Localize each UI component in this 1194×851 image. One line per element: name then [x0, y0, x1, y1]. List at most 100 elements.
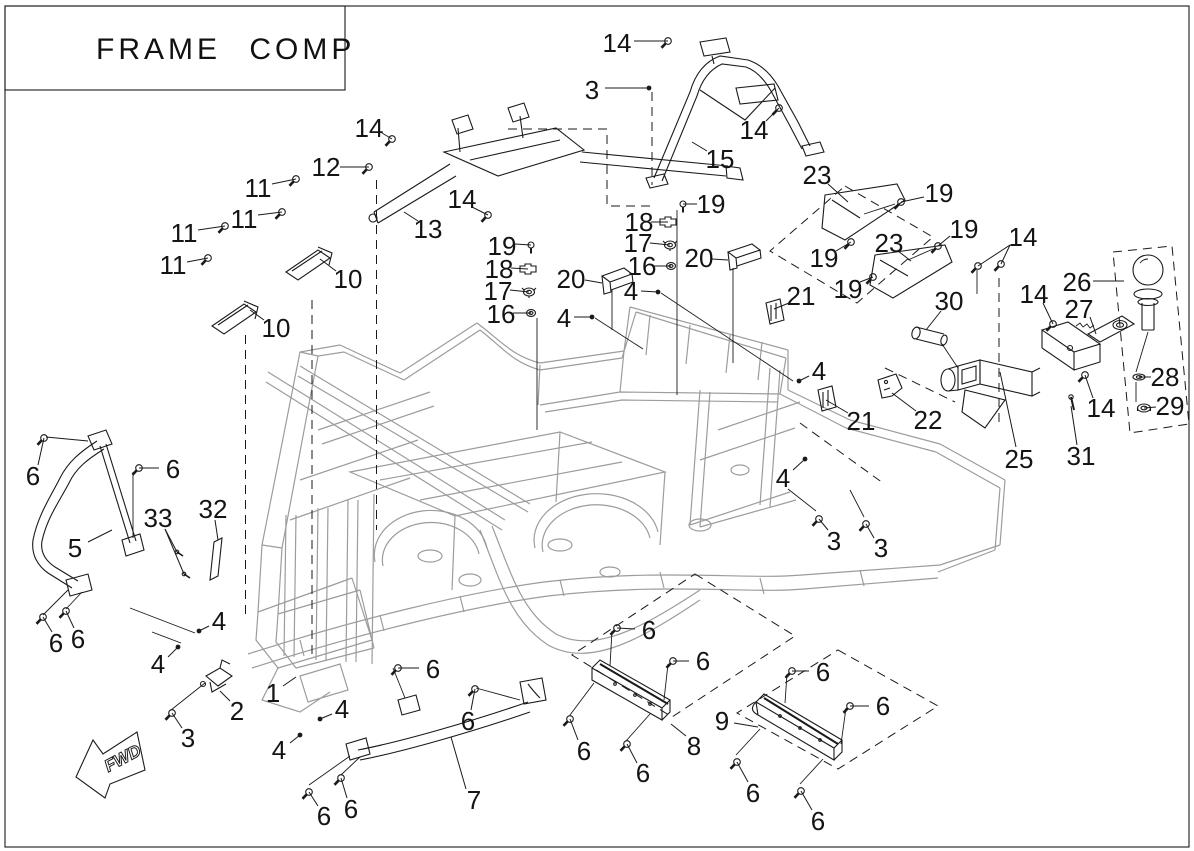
callout-label-8: 8 — [687, 731, 701, 761]
part-23-plate-upper — [821, 183, 906, 241]
callout-label-6: 6 — [636, 758, 650, 788]
callout-label-3: 3 — [827, 526, 841, 556]
callout-11: 11 — [160, 250, 212, 280]
callout-label-2: 2 — [230, 696, 244, 726]
callout-label-4: 4 — [624, 276, 638, 306]
callout-4: 4 — [151, 644, 181, 679]
callout-31: 31 — [1067, 394, 1095, 471]
callout-6: 6 — [609, 615, 656, 645]
callout-14: 14 — [448, 184, 492, 223]
callout-6: 6 — [842, 691, 890, 721]
callout-30: 30 — [925, 286, 964, 331]
callout-19: 19 — [930, 214, 979, 254]
callout-label-30: 30 — [935, 286, 964, 316]
callout-label-21: 21 — [847, 406, 876, 436]
callout-10: 10 — [249, 309, 291, 343]
part-10-bracket-lower — [211, 300, 259, 335]
callout-label-10: 10 — [262, 313, 291, 343]
callout-11: 11 — [245, 173, 300, 203]
callout-label-14: 14 — [1009, 222, 1038, 252]
callout-17: 17 — [624, 228, 678, 258]
callout-11: 11 — [231, 204, 286, 234]
callout-label-6: 6 — [426, 654, 440, 684]
callout-label-7: 7 — [467, 785, 481, 815]
callout-label-22: 22 — [914, 405, 943, 435]
callout-label-3: 3 — [585, 75, 599, 105]
callout-label-14: 14 — [603, 28, 632, 58]
callout-11: 11 — [171, 218, 229, 248]
callout-4: 4 — [317, 694, 349, 724]
part-21-clip-lower — [817, 385, 837, 412]
callout-label-19: 19 — [834, 274, 863, 304]
callout-3: 3 — [858, 520, 888, 563]
callout-4: 4 — [776, 456, 808, 493]
callout-4: 4 — [796, 356, 826, 386]
callout-label-4: 4 — [272, 735, 286, 765]
callout-25: 25 — [999, 371, 1033, 474]
callout-label-10: 10 — [334, 264, 363, 294]
callout-label-21: 21 — [787, 281, 816, 311]
callout-14: 14 — [970, 222, 1038, 274]
callout-label-6: 6 — [876, 691, 890, 721]
callout-label-17: 17 — [624, 228, 653, 258]
callout-19: 19 — [810, 238, 855, 273]
callout-label-6: 6 — [344, 794, 358, 824]
callout-label-14: 14 — [1087, 393, 1116, 423]
part-30-clevis-pin — [911, 326, 948, 347]
callout-6: 6 — [619, 740, 650, 788]
callout-6: 6 — [301, 788, 331, 831]
callout-29: 29 — [1136, 391, 1184, 421]
callout-6: 6 — [131, 454, 180, 484]
callout-18: 18 — [625, 207, 677, 237]
callout-label-14: 14 — [1020, 279, 1049, 309]
callout-4: 4 — [196, 606, 226, 636]
callout-3: 3 — [164, 709, 195, 753]
callout-3: 3 — [811, 515, 841, 556]
callout-label-6: 6 — [696, 646, 710, 676]
callout-7: 7 — [450, 736, 481, 815]
callout-33: 33 — [144, 503, 191, 579]
callout-19: 19 — [488, 231, 535, 261]
callout-6: 6 — [729, 758, 760, 808]
callout-label-6: 6 — [71, 624, 85, 654]
part-10-bracket-upper — [285, 246, 333, 281]
drawing-border — [4, 5, 1190, 848]
callout-label-12: 12 — [312, 152, 341, 182]
callout-2: 2 — [219, 690, 244, 726]
page-title: FRAME COMP — [96, 33, 355, 66]
part-9-support-plate — [751, 693, 843, 761]
callout-3: 3 — [585, 75, 652, 105]
callout-label-4: 4 — [776, 463, 790, 493]
callout-21: 21 — [773, 281, 816, 311]
callout-label-6: 6 — [166, 454, 180, 484]
part-15-rear-support-bar — [645, 37, 825, 189]
callout-label-14: 14 — [355, 113, 384, 143]
part-26-hitch-ball — [1132, 254, 1164, 402]
callout-label-15: 15 — [706, 144, 735, 174]
callout-6: 6 — [333, 774, 358, 824]
callout-label-18: 18 — [485, 254, 514, 284]
part-20-clip-right — [726, 243, 762, 271]
callout-label-4: 4 — [151, 649, 165, 679]
callout-label-1: 1 — [266, 678, 280, 708]
callout-label-4: 4 — [557, 303, 571, 333]
callout-20: 20 — [557, 264, 603, 294]
callout-label-28: 28 — [1151, 362, 1180, 392]
callout-label-11: 11 — [160, 250, 187, 280]
callout-14: 14 — [1077, 371, 1116, 423]
title-box — [4, 5, 346, 91]
callout-label-33: 33 — [144, 503, 173, 533]
callout-label-3: 3 — [874, 533, 888, 563]
callout-13: 13 — [403, 211, 442, 244]
callout-label-19: 19 — [950, 214, 979, 244]
callout-19: 19 — [893, 178, 953, 210]
callout-14: 14 — [740, 104, 783, 145]
callout-8: 8 — [670, 723, 701, 761]
callout-14: 14 — [1020, 279, 1057, 332]
callout-4: 4 — [557, 303, 595, 333]
callout-label-11: 11 — [231, 204, 258, 234]
callout-12: 12 — [312, 152, 373, 182]
callout-label-6: 6 — [49, 628, 63, 658]
callout-label-4: 4 — [335, 694, 349, 724]
callout-label-32: 32 — [199, 494, 228, 524]
